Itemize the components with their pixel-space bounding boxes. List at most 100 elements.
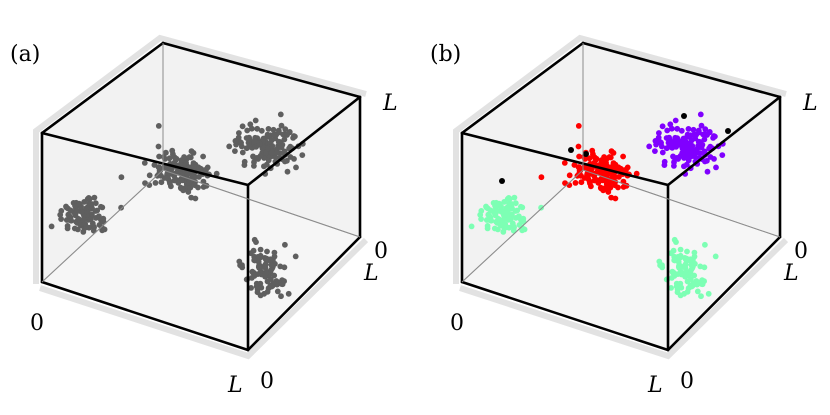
scatter-point [261,290,267,297]
floor-shadow [459,237,789,360]
scatter-point [646,143,653,150]
scatter-point [235,134,242,141]
scatter-point [608,148,615,155]
scatter-point [683,161,690,168]
scatter-point [656,258,663,265]
pane-shadow [453,34,787,284]
scatter-point [561,160,568,166]
scatter-point [668,285,674,291]
scatter-point [195,184,201,191]
scatter-point [685,125,692,132]
scatter-point [678,127,685,134]
scatter-point [688,267,694,273]
scatter-point [100,215,107,222]
scatter-point [273,149,280,156]
scatter-point [578,179,585,186]
scatter-point [587,180,593,187]
scatter-point [609,173,616,180]
scatter-point [509,211,515,218]
scatter-point [226,143,233,150]
scatter-point [238,140,244,146]
scatter-point [257,246,264,253]
cube-edge [460,131,670,187]
scatter-point [239,123,246,130]
cube-back-edge [41,169,164,283]
scatter-point [677,246,684,253]
scatter-point [704,168,711,175]
scatter-point [712,133,718,140]
left-cluster [468,194,544,235]
scatter-point [672,117,679,124]
scatter-point [292,253,299,260]
scatter-point [264,131,271,138]
scatter-point [91,194,98,201]
scatter-point [200,153,207,160]
scatter-point [255,156,261,162]
scatter-point [268,137,275,144]
scatter-point [608,194,615,201]
scatter-point [196,174,202,180]
scatter-point [270,126,277,133]
scatter-point [146,172,153,179]
panel-b-label: (b) [430,42,462,67]
scatter-point [293,164,299,171]
cube-back-edge [461,169,584,283]
scatter-point [175,167,181,174]
scatter-point [68,217,75,224]
scatter-point [282,126,289,133]
cube-back-edge [582,169,781,238]
outlier-point [681,113,687,119]
scatter-point [232,148,238,155]
scatter-point [655,134,662,141]
outlier-point [725,128,731,134]
scatter-point [633,170,640,177]
scatter-point [688,137,695,144]
scatter-point [236,258,243,265]
scatter-point [694,288,701,295]
axis-label-0-bottom: 0 [680,369,694,394]
axis-label-0-bottom: 0 [260,369,274,394]
scatter-point [702,126,709,133]
scatter-point [263,256,270,262]
axis-label-L-bottom: L [227,373,243,398]
scatter-point [213,170,220,177]
scatter-point [604,171,611,178]
scatter-point [620,153,626,160]
scatter-point [571,162,578,168]
scatter-point [58,208,65,214]
scatter-point [162,156,168,162]
cube-edge [460,41,585,135]
cube-edge [666,235,782,352]
scatter-point [285,290,292,297]
scatter-point [671,138,678,145]
scatter-point [262,270,269,277]
scatter-point [268,150,275,157]
cube-edge [40,131,250,187]
scatter-point [690,126,697,133]
scatter-point [258,127,265,134]
outlier-point [583,151,589,157]
scatter-point [185,189,192,195]
scatter-point [667,121,674,128]
cube-edge [40,280,250,352]
scatter-point [678,284,685,291]
scatter-point [659,264,666,271]
scatter-point [691,272,698,279]
scatter-point [605,189,612,195]
scatter-point [79,209,86,215]
scatter-point [572,180,579,186]
axis-label-0-right: 0 [374,239,388,264]
scatter-point [702,158,708,165]
scatter-point [697,111,704,118]
scatter-point [187,154,194,161]
scatter-point [706,145,712,152]
scatter-point [239,264,246,271]
scatter-point [151,162,158,168]
scatter-point [281,136,288,143]
scatter-point [254,289,261,296]
scatter-point [538,174,545,181]
panel-a-label: (a) [10,42,41,67]
scatter-point [96,222,103,228]
